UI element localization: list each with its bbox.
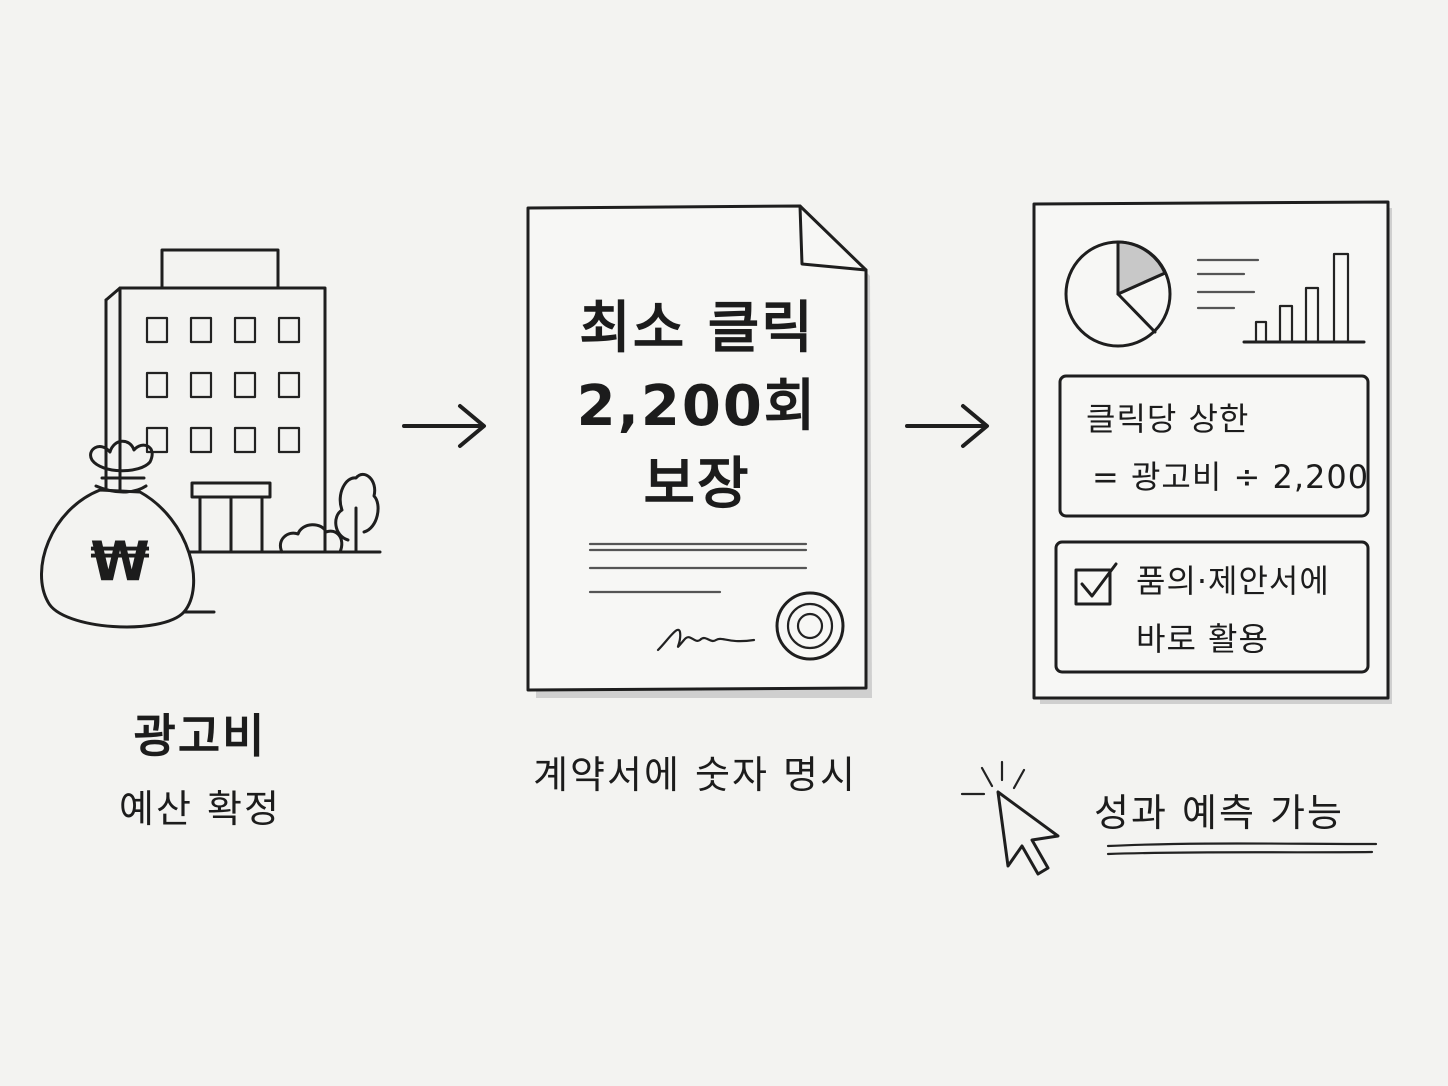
money-bag-icon (40, 439, 216, 629)
currency-symbol: ₩ (90, 530, 150, 593)
budget-subtitle: 예산 확정 (119, 787, 281, 831)
seal-stamp-icon (774, 590, 846, 662)
formula-line: 클릭당 상한 (1086, 400, 1250, 438)
pie-chart-icon (1064, 240, 1172, 348)
report-caption: 성과 예측 가능 (1094, 791, 1344, 835)
budget-title: 광고비 (133, 709, 267, 763)
bar-chart-icon (1242, 252, 1366, 344)
checklist-line: 품의·제안서에 (1136, 562, 1330, 600)
formula-text: 클릭당 상한 = 광고비 ÷ 2,200 (1086, 390, 1376, 506)
arrow-right-icon (903, 400, 993, 450)
contract-document: 최소 클릭 2,200회 보장 (520, 200, 880, 700)
contract-line: 보장 (643, 452, 751, 517)
report-panel: 클릭당 상한 = 광고비 ÷ 2,200 품의·제안서에 바로 활용 (1030, 200, 1394, 706)
checklist-line: 바로 활용 (1136, 620, 1269, 658)
contract-line: 최소 클릭 (579, 296, 815, 361)
office-building-icon (88, 248, 382, 554)
caption-underline (1104, 840, 1380, 860)
budget-illustration: ₩ (30, 240, 400, 640)
checkbox-checked-icon (1074, 562, 1118, 606)
contract-document-icon (526, 204, 872, 698)
mouse-cursor-icon (958, 758, 1068, 884)
contract-caption: 계약서에 숫자 명시 (533, 753, 857, 797)
contract-line: 2,200회 (576, 374, 818, 439)
checklist-text: 품의·제안서에 바로 활용 (1136, 552, 1376, 668)
arrow-right-icon (400, 400, 490, 450)
formula-line: = 광고비 ÷ 2,200 (1092, 458, 1370, 496)
contract-text: 최소 클릭 2,200회 보장 (528, 290, 866, 524)
